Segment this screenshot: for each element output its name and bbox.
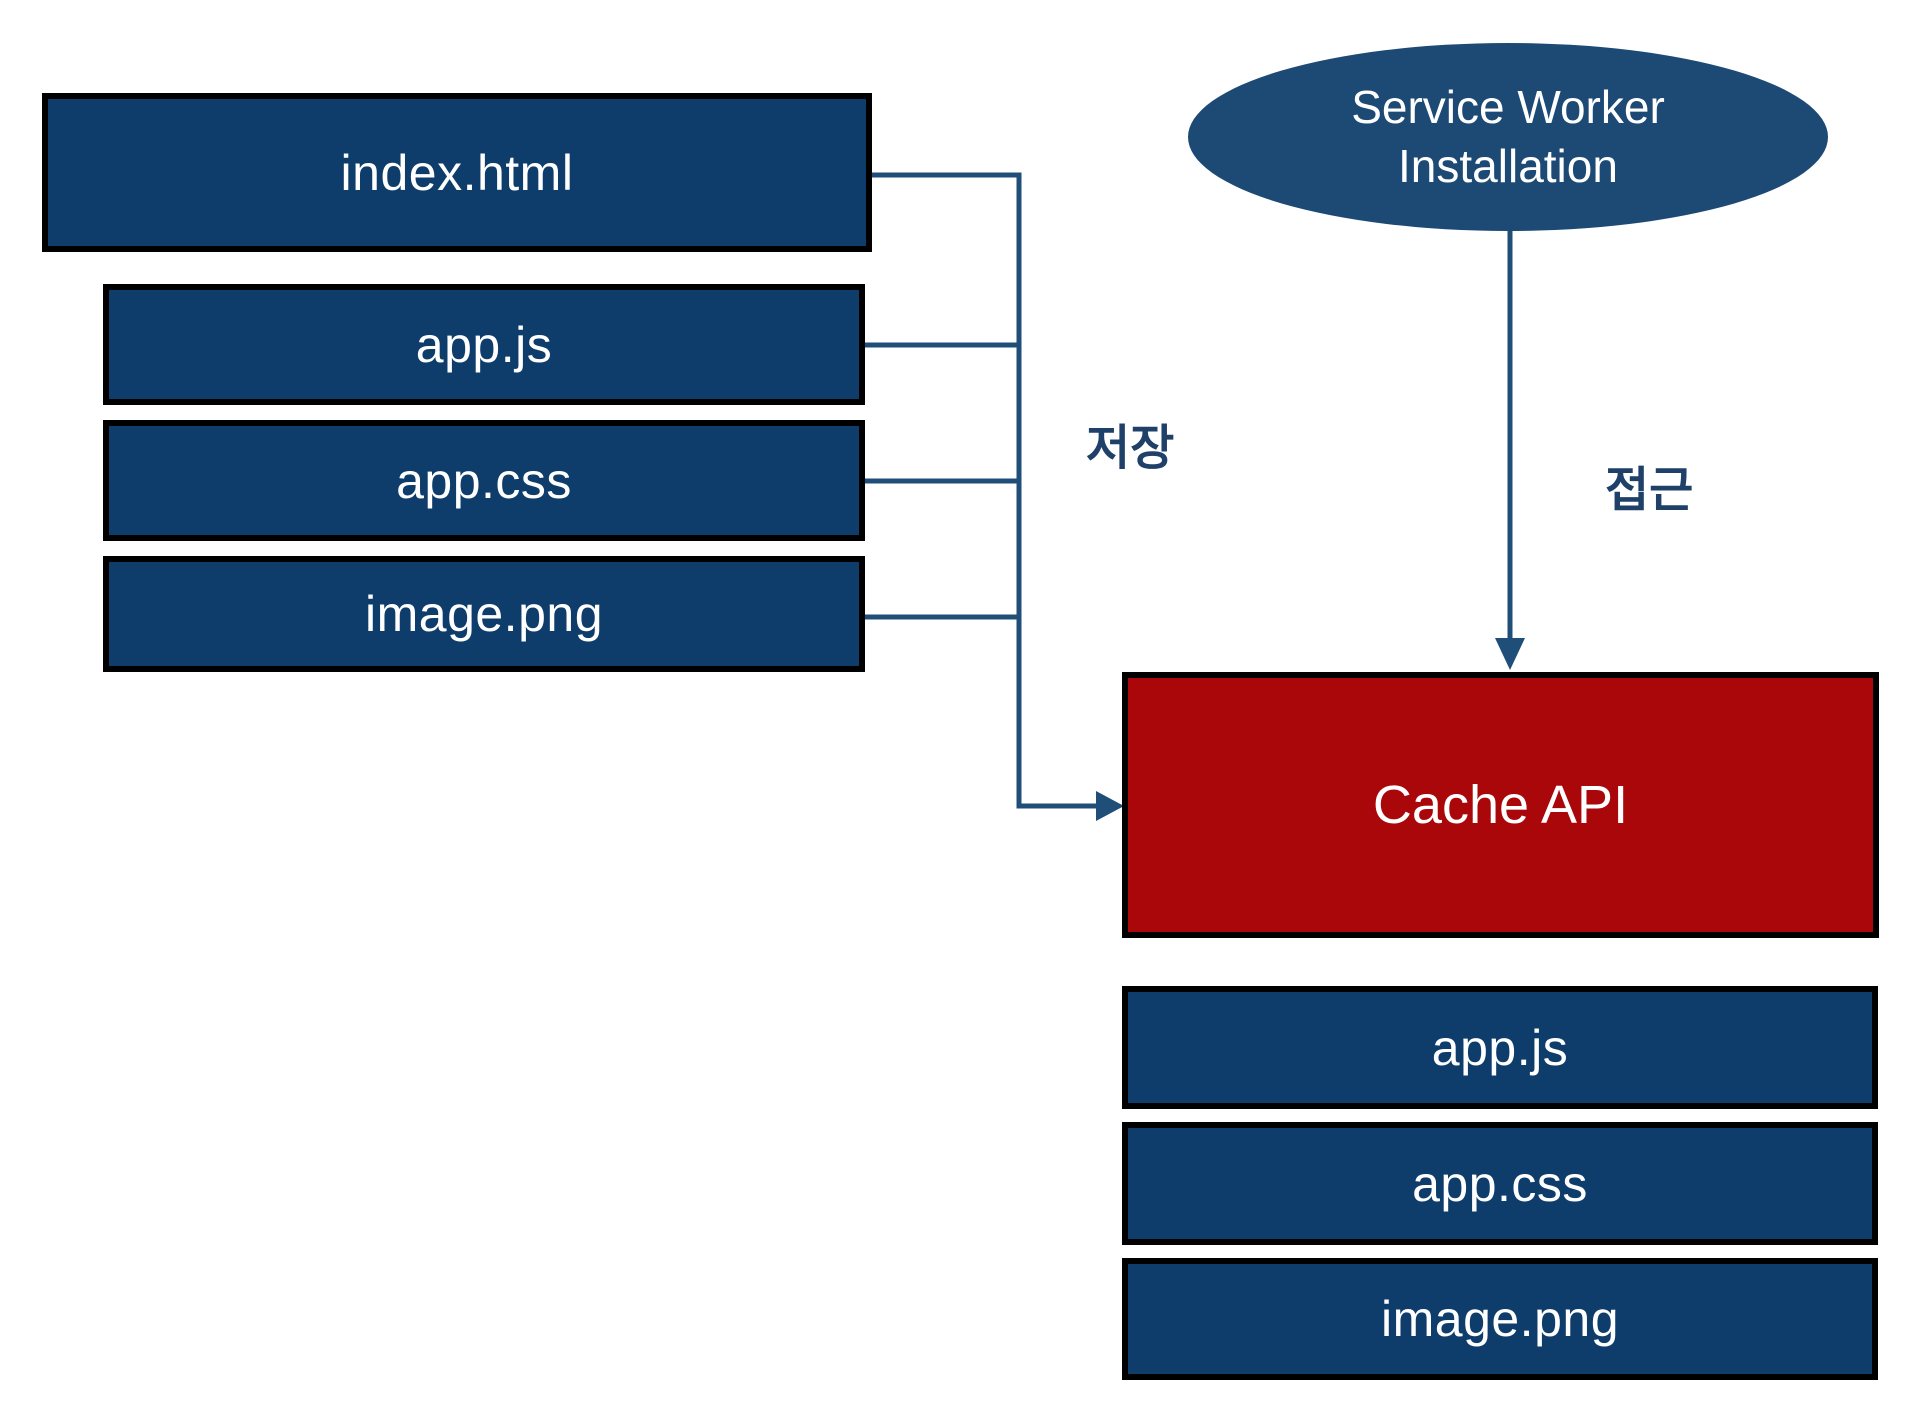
access-arrowhead-icon [1495, 638, 1525, 670]
box-app-js-right-label: app.js [1431, 1019, 1569, 1076]
ellipse-service-worker-label: Service Worker Installation [1351, 81, 1665, 192]
box-app-js-left-label: app.js [415, 316, 553, 373]
box-image-png-right-label: image.png [1381, 1291, 1619, 1347]
box-app-css-left: app.css [103, 420, 865, 541]
box-app-css-right-label: app.css [1412, 1155, 1588, 1212]
box-index-html-label: index.html [340, 144, 574, 201]
edge-label-access: 접근 [1605, 464, 1694, 517]
box-app-js-right: app.js [1122, 986, 1878, 1109]
box-image-png-left: image.png [103, 556, 865, 672]
box-index-html: index.html [42, 93, 872, 252]
box-cache-api-label: Cache API [1372, 775, 1629, 835]
edge-label-store: 저장 [1086, 422, 1175, 475]
box-app-css-right: app.css [1122, 1122, 1878, 1245]
store-trunk-line [1016, 172, 1098, 809]
store-arrowhead-icon [1096, 791, 1124, 821]
box-app-css-left-label: app.css [396, 452, 572, 509]
box-app-js-left: app.js [103, 284, 865, 405]
box-image-png-right: image.png [1122, 1258, 1878, 1380]
ellipse-service-worker-installation: Service Worker Installation [1188, 43, 1828, 231]
box-cache-api: Cache API [1122, 672, 1879, 938]
box-image-png-left-label: image.png [365, 586, 603, 642]
